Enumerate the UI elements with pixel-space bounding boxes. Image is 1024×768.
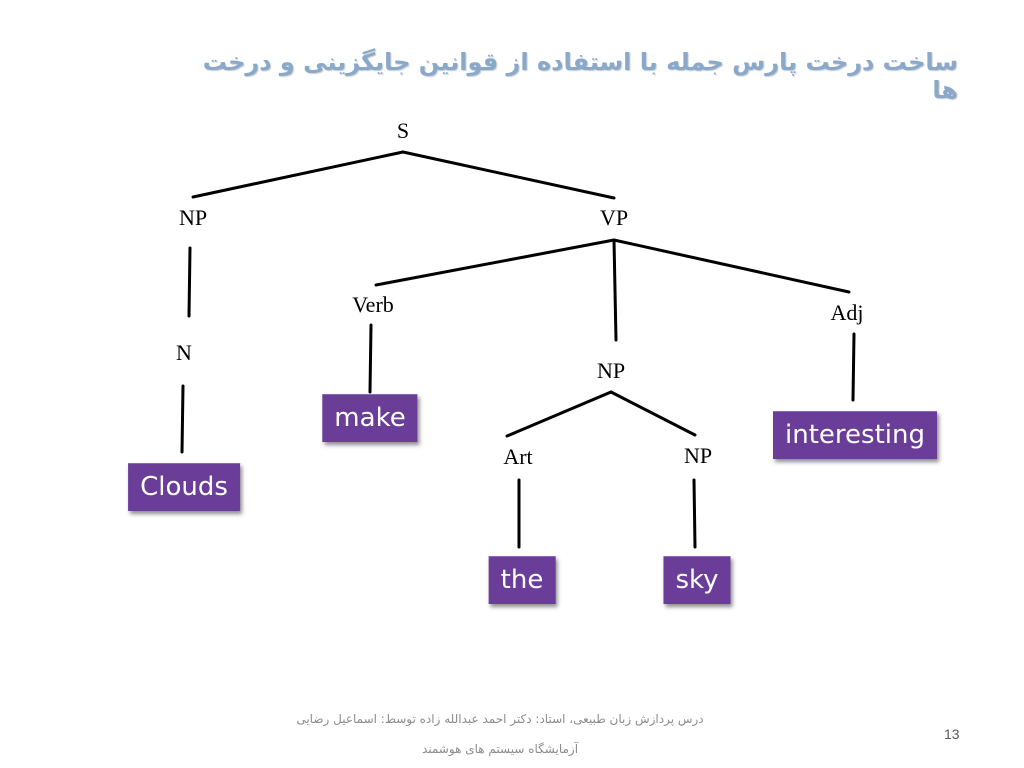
edge-np2-np3 xyxy=(609,390,697,437)
edge-np2-art xyxy=(505,390,613,438)
edge-s-vp xyxy=(401,150,616,200)
edge-np3-sky xyxy=(692,478,697,549)
node-N: N xyxy=(176,340,192,365)
node-Verb: Verb xyxy=(352,292,394,317)
leaf-interesting: interesting xyxy=(773,411,937,459)
edge-adj-interesting xyxy=(851,332,856,402)
edge-vp-verb xyxy=(374,238,616,287)
slide-title: ساخت درخت پارس جمله با استفاده از قوانین… xyxy=(202,48,958,104)
leaf-make: make xyxy=(322,394,418,442)
edge-s-np1 xyxy=(191,150,405,199)
edge-n-clouds xyxy=(180,384,185,454)
leaf-clouds: Clouds xyxy=(128,463,240,511)
footer-course-info: درس پردازش زبان طبیعی، استاد: دکتر احمد … xyxy=(296,712,704,726)
edge-np1-n xyxy=(187,246,192,318)
edge-vp-np2 xyxy=(612,238,618,342)
node-NP-object: NP xyxy=(596,358,626,383)
node-Art: Art xyxy=(503,444,533,469)
node-NP-noun: NP xyxy=(683,443,713,468)
leaf-the: the xyxy=(488,556,556,604)
node-Adj: Adj xyxy=(830,300,864,325)
edge-vp-adj xyxy=(612,238,851,294)
edge-verb-make xyxy=(368,323,373,394)
leaf-sky: sky xyxy=(663,556,731,604)
node-S: S xyxy=(396,118,410,143)
node-NP-subject: NP xyxy=(178,205,208,230)
node-VP: VP xyxy=(599,205,629,230)
page-number: 13 xyxy=(944,726,960,742)
footer-lab-name: آزمایشگاه سیستم های هوشمند xyxy=(421,742,579,756)
